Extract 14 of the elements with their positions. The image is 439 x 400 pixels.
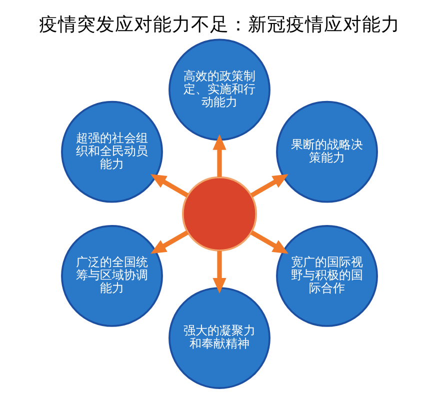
arrow: [250, 230, 288, 254]
arrow: [150, 174, 189, 198]
arrow: [212, 134, 226, 177]
node-circle: 广泛的全国统筹与区域协调能力: [61, 225, 163, 327]
arrow: [212, 250, 226, 294]
node-circle: [182, 176, 258, 252]
node-circle: 强大的凝聚力和奉献精神: [168, 287, 270, 389]
arrow: [250, 174, 288, 198]
node-circle: 果断的战略决策能力: [276, 100, 378, 203]
node-circle: 超强的社会组织和全民动员能力: [61, 100, 163, 203]
arrow: [150, 230, 189, 254]
diagram-title: 疫情突发应对能力不足：新冠疫情应对能力: [39, 14, 400, 36]
node-circle: 宽广的国际视野与积极的国际合作: [276, 225, 378, 327]
node-circle: 高效的政策制定、实施和行动能力: [168, 38, 270, 141]
